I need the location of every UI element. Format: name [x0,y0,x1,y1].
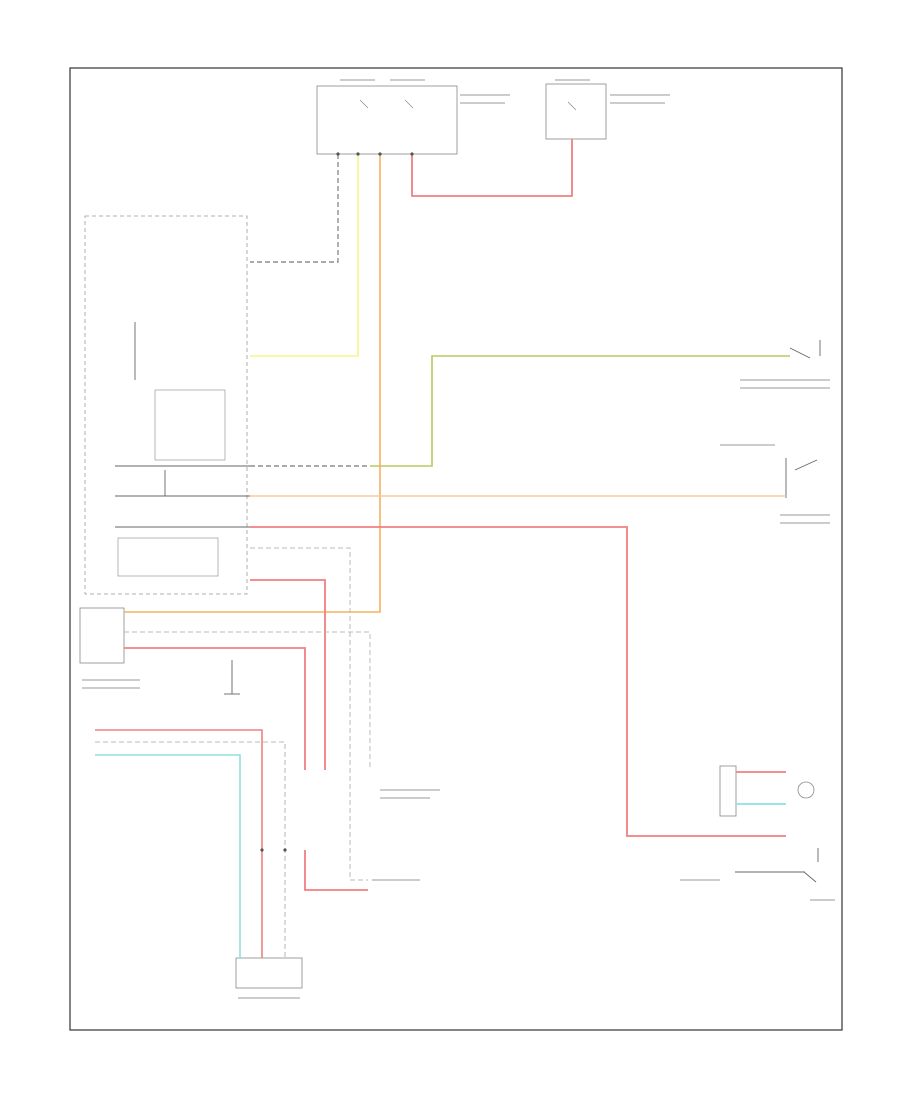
wire-yellow [250,154,359,357]
wire-red-top [411,139,573,197]
wire-red-mid [250,579,326,770]
wire-black-group [250,154,432,467]
wire-gray-lower-left [95,741,286,958]
connector-right [719,765,737,817]
switch-top-right [789,340,821,359]
module-note-box [117,537,219,577]
wire-red-long [250,526,786,837]
splice-points [260,152,414,852]
wire-orange [124,154,381,613]
wire-green [370,355,790,467]
diagram-frame [69,67,843,1031]
sensor-right [785,458,818,498]
connector-left [79,607,125,664]
wire-cyan-lower-left [95,754,241,958]
control-module-box [84,215,248,595]
wire-red-bottom [304,850,368,891]
switch-bottom-right [735,848,819,883]
fuse-box-underhood [316,85,458,155]
wire-red-lower-left [95,729,263,958]
module-inner-block [154,389,226,461]
fuse-box-dash [545,83,607,140]
ground-left [224,660,240,695]
wire-gray-group [124,547,371,881]
indicator-lamp-icon [797,781,815,799]
module-internal-lines [115,322,250,528]
connector-bottom [235,957,303,989]
label-marks [82,79,835,999]
wire-red-left [124,647,306,770]
